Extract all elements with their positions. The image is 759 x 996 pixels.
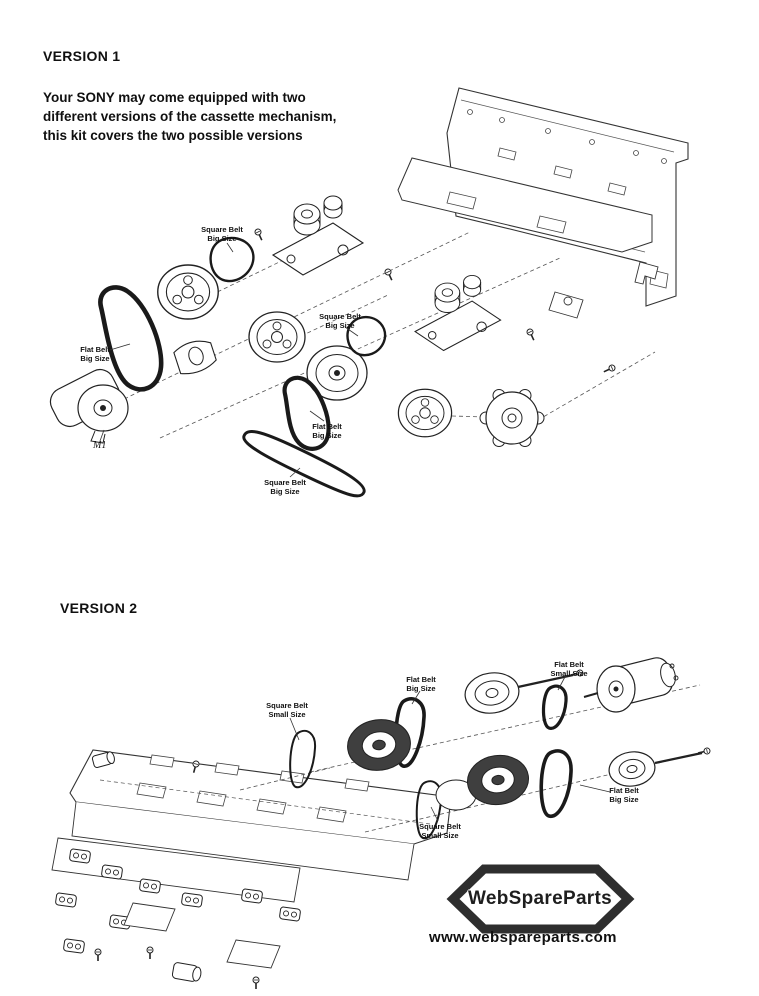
motor-v2 xyxy=(583,657,679,713)
logo-text: WebSpareParts xyxy=(468,888,612,909)
flat-belt-big-lower xyxy=(539,749,573,818)
belt-label-flat-big-upper: Flat Belt Big Size xyxy=(406,675,436,693)
belt-label-flat-big-1: Flat Belt Big Size xyxy=(80,345,110,363)
flat-belt-big-2 xyxy=(282,375,331,451)
motor-m1 xyxy=(49,368,129,444)
motor-m1-label: M1 xyxy=(93,440,107,451)
label-leader-lines-v2 xyxy=(289,674,611,822)
version1-title: VERSION 1 xyxy=(43,48,121,64)
head-assembly-2 xyxy=(414,274,502,352)
version1-description: Your SONY may come equipped with two dif… xyxy=(43,90,337,143)
version2-exploded-diagram xyxy=(51,657,712,990)
screw-icon xyxy=(601,363,617,376)
square-belt-small-2 xyxy=(415,780,443,840)
flat-belt-big-1 xyxy=(98,285,164,392)
belt-label-square-big-1: Square Belt Big Size xyxy=(201,225,243,243)
label-leader-lines-v1 xyxy=(109,242,359,478)
screw-icon xyxy=(253,227,266,243)
logo-hexagon xyxy=(446,864,635,934)
belt-label-square-small-1: Square Belt Small Size xyxy=(266,701,308,719)
pulley-with-axle-upper xyxy=(464,672,520,714)
lobed-wheel xyxy=(479,388,545,448)
pulley-large xyxy=(157,264,219,320)
screw-icon xyxy=(525,327,538,343)
version2-title: VERSION 2 xyxy=(60,600,138,616)
belt-label-flat-small: Flat Belt Small Size xyxy=(550,660,588,678)
pulley-right xyxy=(397,388,453,438)
axle-shaft-upper xyxy=(517,673,574,689)
corner-bracket xyxy=(634,261,659,285)
small-cylinder-part xyxy=(91,751,115,768)
axle-shaft-lower xyxy=(654,751,703,765)
square-belt-big-1 xyxy=(209,236,255,283)
head-assembly-1 xyxy=(272,195,364,276)
screw-icon xyxy=(383,267,396,283)
front-plate-cluster xyxy=(51,837,302,990)
square-belt-big-2 xyxy=(346,315,387,357)
belt-label-square-big-2: Square Belt Big Size xyxy=(319,312,361,330)
belt-label-flat-big-lower: Flat Belt Big Size xyxy=(609,786,639,804)
pulley-center xyxy=(248,311,306,363)
version1-exploded-diagram xyxy=(49,87,689,793)
pulley-wide xyxy=(306,345,368,401)
coupler-bracket xyxy=(173,340,217,375)
square-belt-big-3 xyxy=(242,429,366,498)
website-url: www.webspareparts.com xyxy=(429,929,617,946)
pulley-with-axle-lower xyxy=(608,751,656,787)
square-belt-small-1 xyxy=(289,729,317,789)
flat-belt-small xyxy=(541,684,568,730)
belt-label-square-small-2: Square Belt Small Size xyxy=(419,822,461,840)
belt-label-flat-big-2: Flat Belt Big Size xyxy=(312,422,342,440)
chassis-main-plate xyxy=(69,749,452,881)
chassis-mid-plate xyxy=(397,157,653,319)
belt-label-square-big-3: Square Belt Big Size xyxy=(264,478,306,496)
